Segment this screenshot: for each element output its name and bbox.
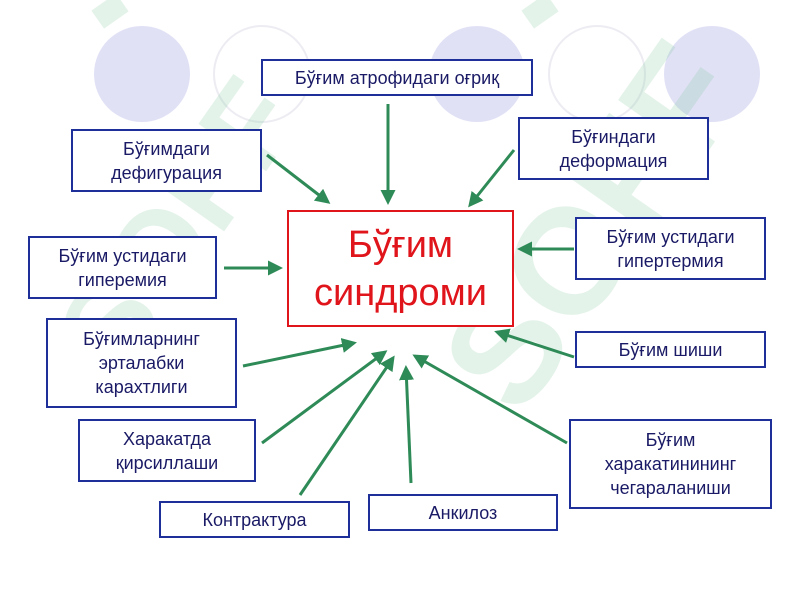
box-swelling: Бўғим шиши [575, 331, 766, 368]
box-contracture: Контрактура [159, 501, 350, 538]
arrow-motion-limit [412, 354, 568, 445]
box-crepitus: Харакатда қирсиллаши [78, 419, 256, 482]
box-atrophy-pain: Бўғим атрофидаги оғриқ [261, 59, 533, 96]
arrow-crepitus [261, 350, 388, 445]
box-hyperthermia: Бўғим устидаги гипертермия [575, 217, 766, 280]
box-defiguration: Бўғимдаги дефигурация [71, 129, 262, 192]
arrow-morning-stiffness [242, 338, 357, 368]
box-deformation: Бўғиндаги деформация [518, 117, 709, 180]
box-ankylosis: Анкилоз [368, 494, 558, 531]
box-motion-limit: Бўғим харакатинининг чегараланиши [569, 419, 772, 509]
arrow-defiguration [266, 153, 331, 204]
arrow-ankylosis [399, 365, 415, 484]
box-morning-stiffness: Бўғимларнинг эрталабки карахтлиги [46, 318, 237, 408]
arrow-deformation [468, 149, 516, 208]
arrow-contracture [298, 355, 395, 496]
box-hyperemia: Бўғим устидаги гиперемия [28, 236, 217, 299]
center-syndrome-box: Бўғим синдроми [287, 210, 514, 327]
arrow-swelling [494, 328, 575, 359]
